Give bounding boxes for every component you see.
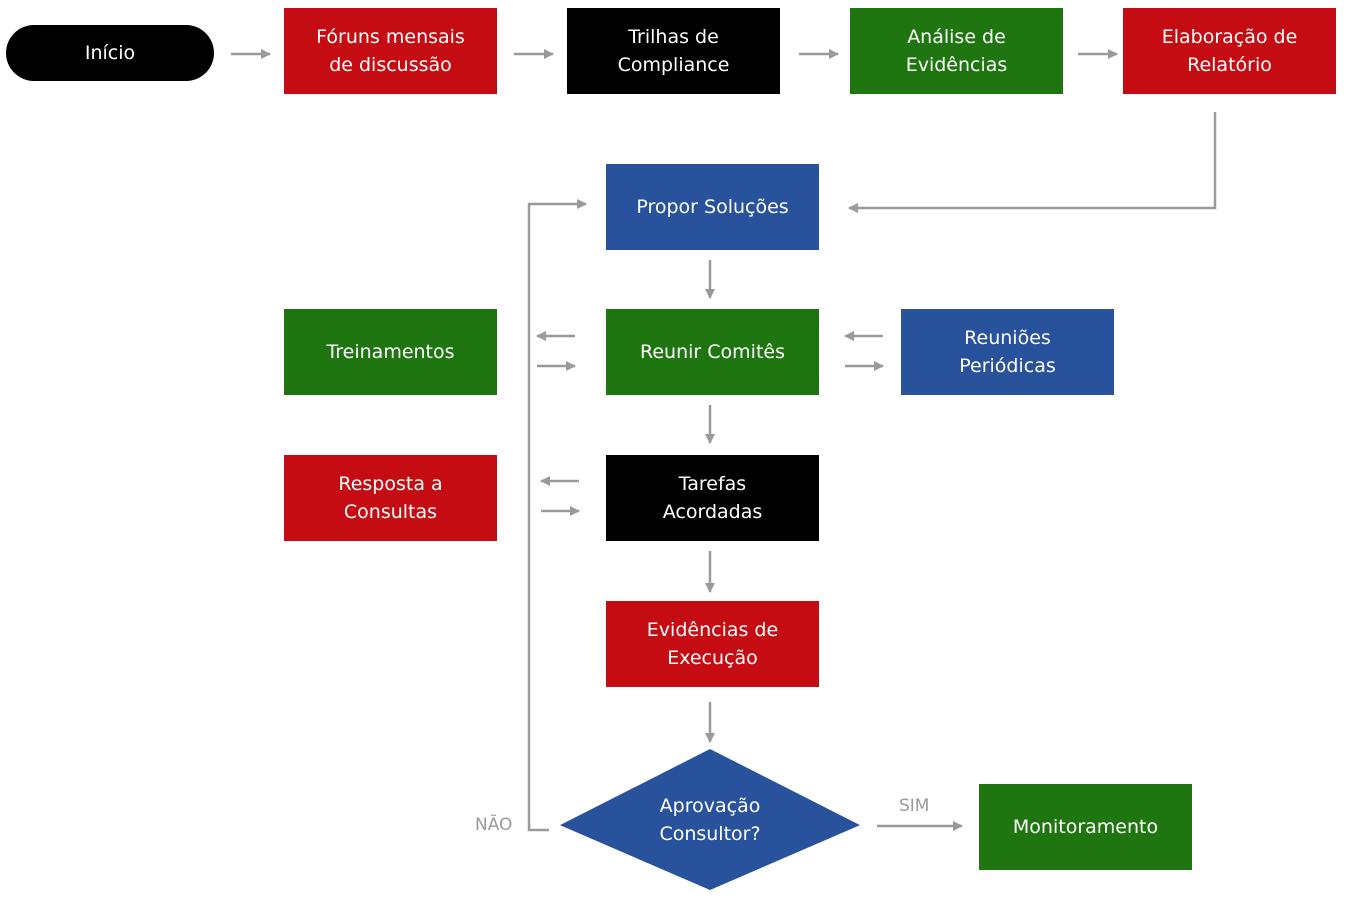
node-resposta-consultas: Resposta a Consultas [284, 455, 497, 541]
node-monitoramento: Monitoramento [979, 784, 1192, 870]
arrow-elaboracao-propor [848, 112, 1217, 213]
edge-label-nao: NÃO [475, 815, 513, 835]
start-node-inicio: Início [6, 25, 214, 81]
node-reunioes-periodicas: Reuniões Periódicas [901, 309, 1114, 395]
node-reunir-comites: Reunir Comitês [606, 309, 819, 395]
node-evidencias-execucao: Evidências de Execução [606, 601, 819, 687]
node-elaboracao-relatorio: Elaboração de Relatório [1123, 8, 1336, 94]
arrow-aprovacao-nao-propor [527, 199, 587, 832]
node-propor-solucoes: Propor Soluções [606, 164, 819, 250]
node-treinamentos: Treinamentos [284, 309, 497, 395]
edge-label-sim: SIM [899, 796, 930, 816]
node-analise-evidencias: Análise de Evidências [850, 8, 1063, 94]
node-trilhas-compliance: Trilhas de Compliance [567, 8, 780, 94]
node-foruns-mensais: Fóruns mensais de discussão [284, 8, 497, 94]
node-tarefas-acordadas: Tarefas Acordadas [606, 455, 819, 541]
